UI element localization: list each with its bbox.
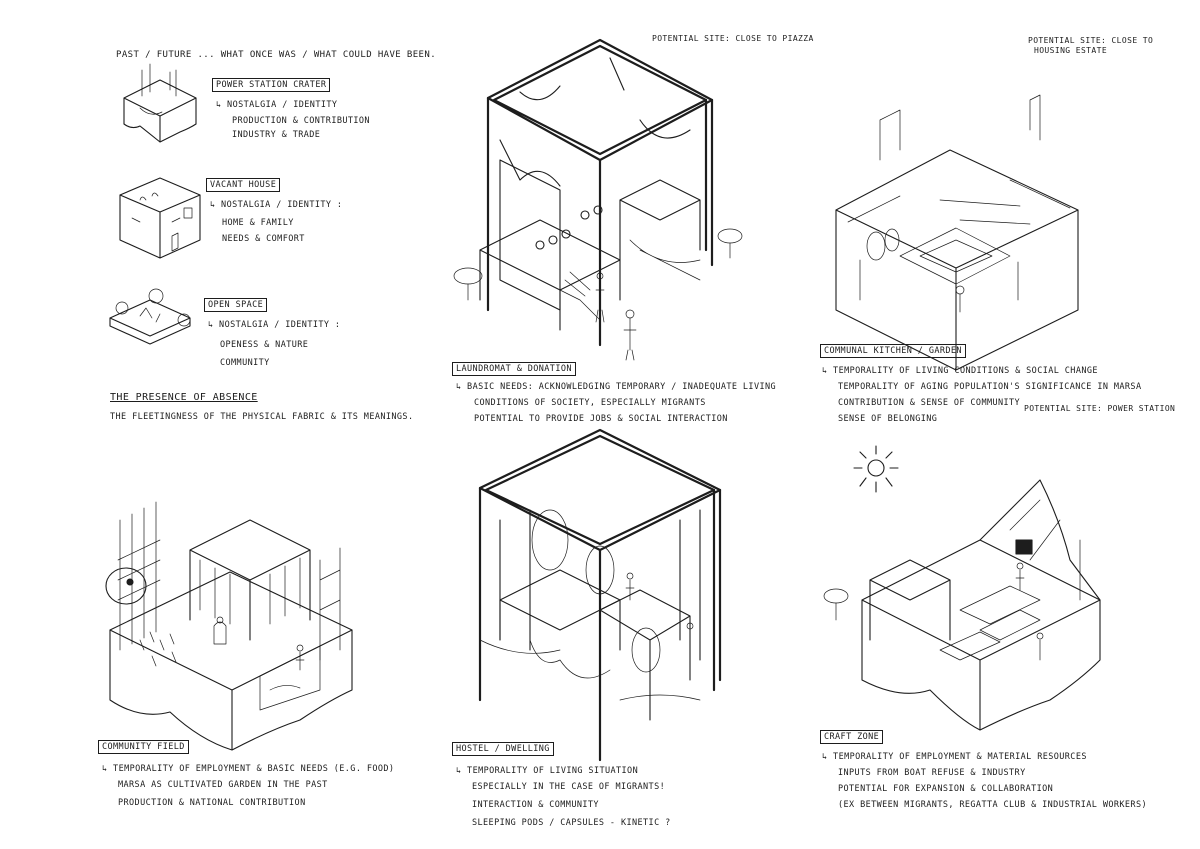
panel6-line1: ↳ TEMPORALITY OF EMPLOYMENT & MATERIAL R… (822, 752, 1087, 762)
panel3-label: COMMUNAL KITCHEN / GARDEN (820, 344, 966, 358)
panel6-label: CRAFT ZONE (820, 730, 884, 744)
panel3-line1: ↳ TEMPORALITY OF LIVING CONDITIONS & SOC… (822, 366, 1098, 376)
panel6-line4: (EX BETWEEN MIGRANTS, REGATTA CLUB & IND… (838, 800, 1147, 810)
panel3-site-note-1: POTENTIAL SITE: CLOSE TO (1028, 36, 1154, 45)
craft-zone-sketch (823, 445, 1101, 731)
panel1-item3-line3: COMMUNITY (220, 358, 270, 368)
panel5-line4: SLEEPING PODS / CAPSULES - KINETIC ? (472, 818, 671, 828)
panel1-item2-line3: NEEDS & COMFORT (222, 234, 305, 244)
arrow-icon: ↳ (822, 752, 834, 762)
panel6-line3: POTENTIAL FOR EXPANSION & COLLABORATION (838, 784, 1054, 794)
panel5-label: HOSTEL / DWELLING (452, 742, 554, 756)
panel3-side-note: POTENTIAL SITE: POWER STATION (1024, 404, 1176, 413)
arrow-icon: ↳ (822, 366, 834, 376)
panel1-item1-line3: INDUSTRY & TRADE (232, 130, 321, 140)
arrow-icon: ↳ (456, 766, 468, 776)
panel4-label: COMMUNITY FIELD (98, 740, 189, 754)
open-space-sketch (109, 288, 191, 345)
arrow-icon: ↳ (216, 100, 228, 110)
panel2-line3: POTENTIAL TO PROVIDE JOBS & SOCIAL INTER… (474, 414, 728, 424)
panel1-item1-line2: PRODUCTION & CONTRIBUTION (232, 116, 370, 126)
community-field-sketch (105, 501, 353, 751)
panel1-item2-line1: ↳ NOSTALGIA / IDENTITY : (210, 200, 343, 210)
panel3-line2: TEMPORALITY OF AGING POPULATION'S SIGNIF… (838, 382, 1142, 392)
panel1-item2-label: VACANT HOUSE (206, 178, 281, 192)
panel2-label: LAUNDROMAT & DONATION (452, 362, 576, 376)
panel1-item1-label: POWER STATION CRATER (212, 78, 331, 92)
panel3-line3: CONTRIBUTION & SENSE OF COMMUNITY (838, 398, 1021, 408)
panel2-line2: CONDITIONS OF SOCIETY, ESPECIALLY MIGRAN… (474, 398, 706, 408)
panel3-site-note-2: HOUSING ESTATE (1034, 46, 1108, 55)
panel1-item3-line1: ↳ NOSTALGIA / IDENTITY : (208, 320, 341, 330)
panel1-item3-label: OPEN SPACE (204, 298, 268, 312)
panel5-line2: ESPECIALLY IN THE CASE OF MIGRANTS! (472, 782, 666, 792)
power-station-crater-sketch (123, 63, 197, 143)
panel5-line3: INTERACTION & COMMUNITY (472, 800, 599, 810)
vacant-house-sketch (119, 177, 201, 259)
panel2-line1: ↳ BASIC NEEDS: ACKNOWLEDGING TEMPORARY /… (456, 382, 777, 392)
panel1-header: PAST / FUTURE ... WHAT ONCE WAS / WHAT C… (116, 50, 437, 60)
communal-kitchen-sketch (835, 94, 1079, 371)
panel4-line2: MARSA AS CULTIVATED GARDEN IN THE PAST (118, 780, 328, 790)
panel5-line1: ↳ TEMPORALITY OF LIVING SITUATION (456, 766, 639, 776)
panel6-line2: INPUTS FROM BOAT REFUSE & INDUSTRY (838, 768, 1026, 778)
panel2-site-note: POTENTIAL SITE: CLOSE TO PIAZZA (652, 34, 814, 43)
arrow-icon: ↳ (208, 320, 220, 330)
arrow-icon: ↳ (210, 200, 222, 210)
panel1-item3-line2: OPENESS & NATURE (220, 340, 309, 350)
panel1-subtitle: THE FLEETINGNESS OF THE PHYSICAL FABRIC … (110, 412, 414, 422)
panel4-line1: ↳ TEMPORALITY OF EMPLOYMENT & BASIC NEED… (102, 764, 395, 774)
arrow-icon: ↳ (102, 764, 114, 774)
panel1-title: THE PRESENCE OF ABSENCE (110, 392, 258, 403)
laundromat-sketch (453, 38, 743, 361)
arrow-icon: ↳ (456, 382, 468, 392)
panel1-item1-line1: ↳ NOSTALGIA / IDENTITY (216, 100, 338, 110)
panel1-item2-line2: HOME & FAMILY (222, 218, 294, 228)
sun-icon (867, 459, 885, 477)
panel4-line3: PRODUCTION & NATIONAL CONTRIBUTION (118, 798, 306, 808)
panel3-line4: SENSE OF BELONGING (838, 414, 938, 424)
hostel-sketch (478, 428, 722, 762)
